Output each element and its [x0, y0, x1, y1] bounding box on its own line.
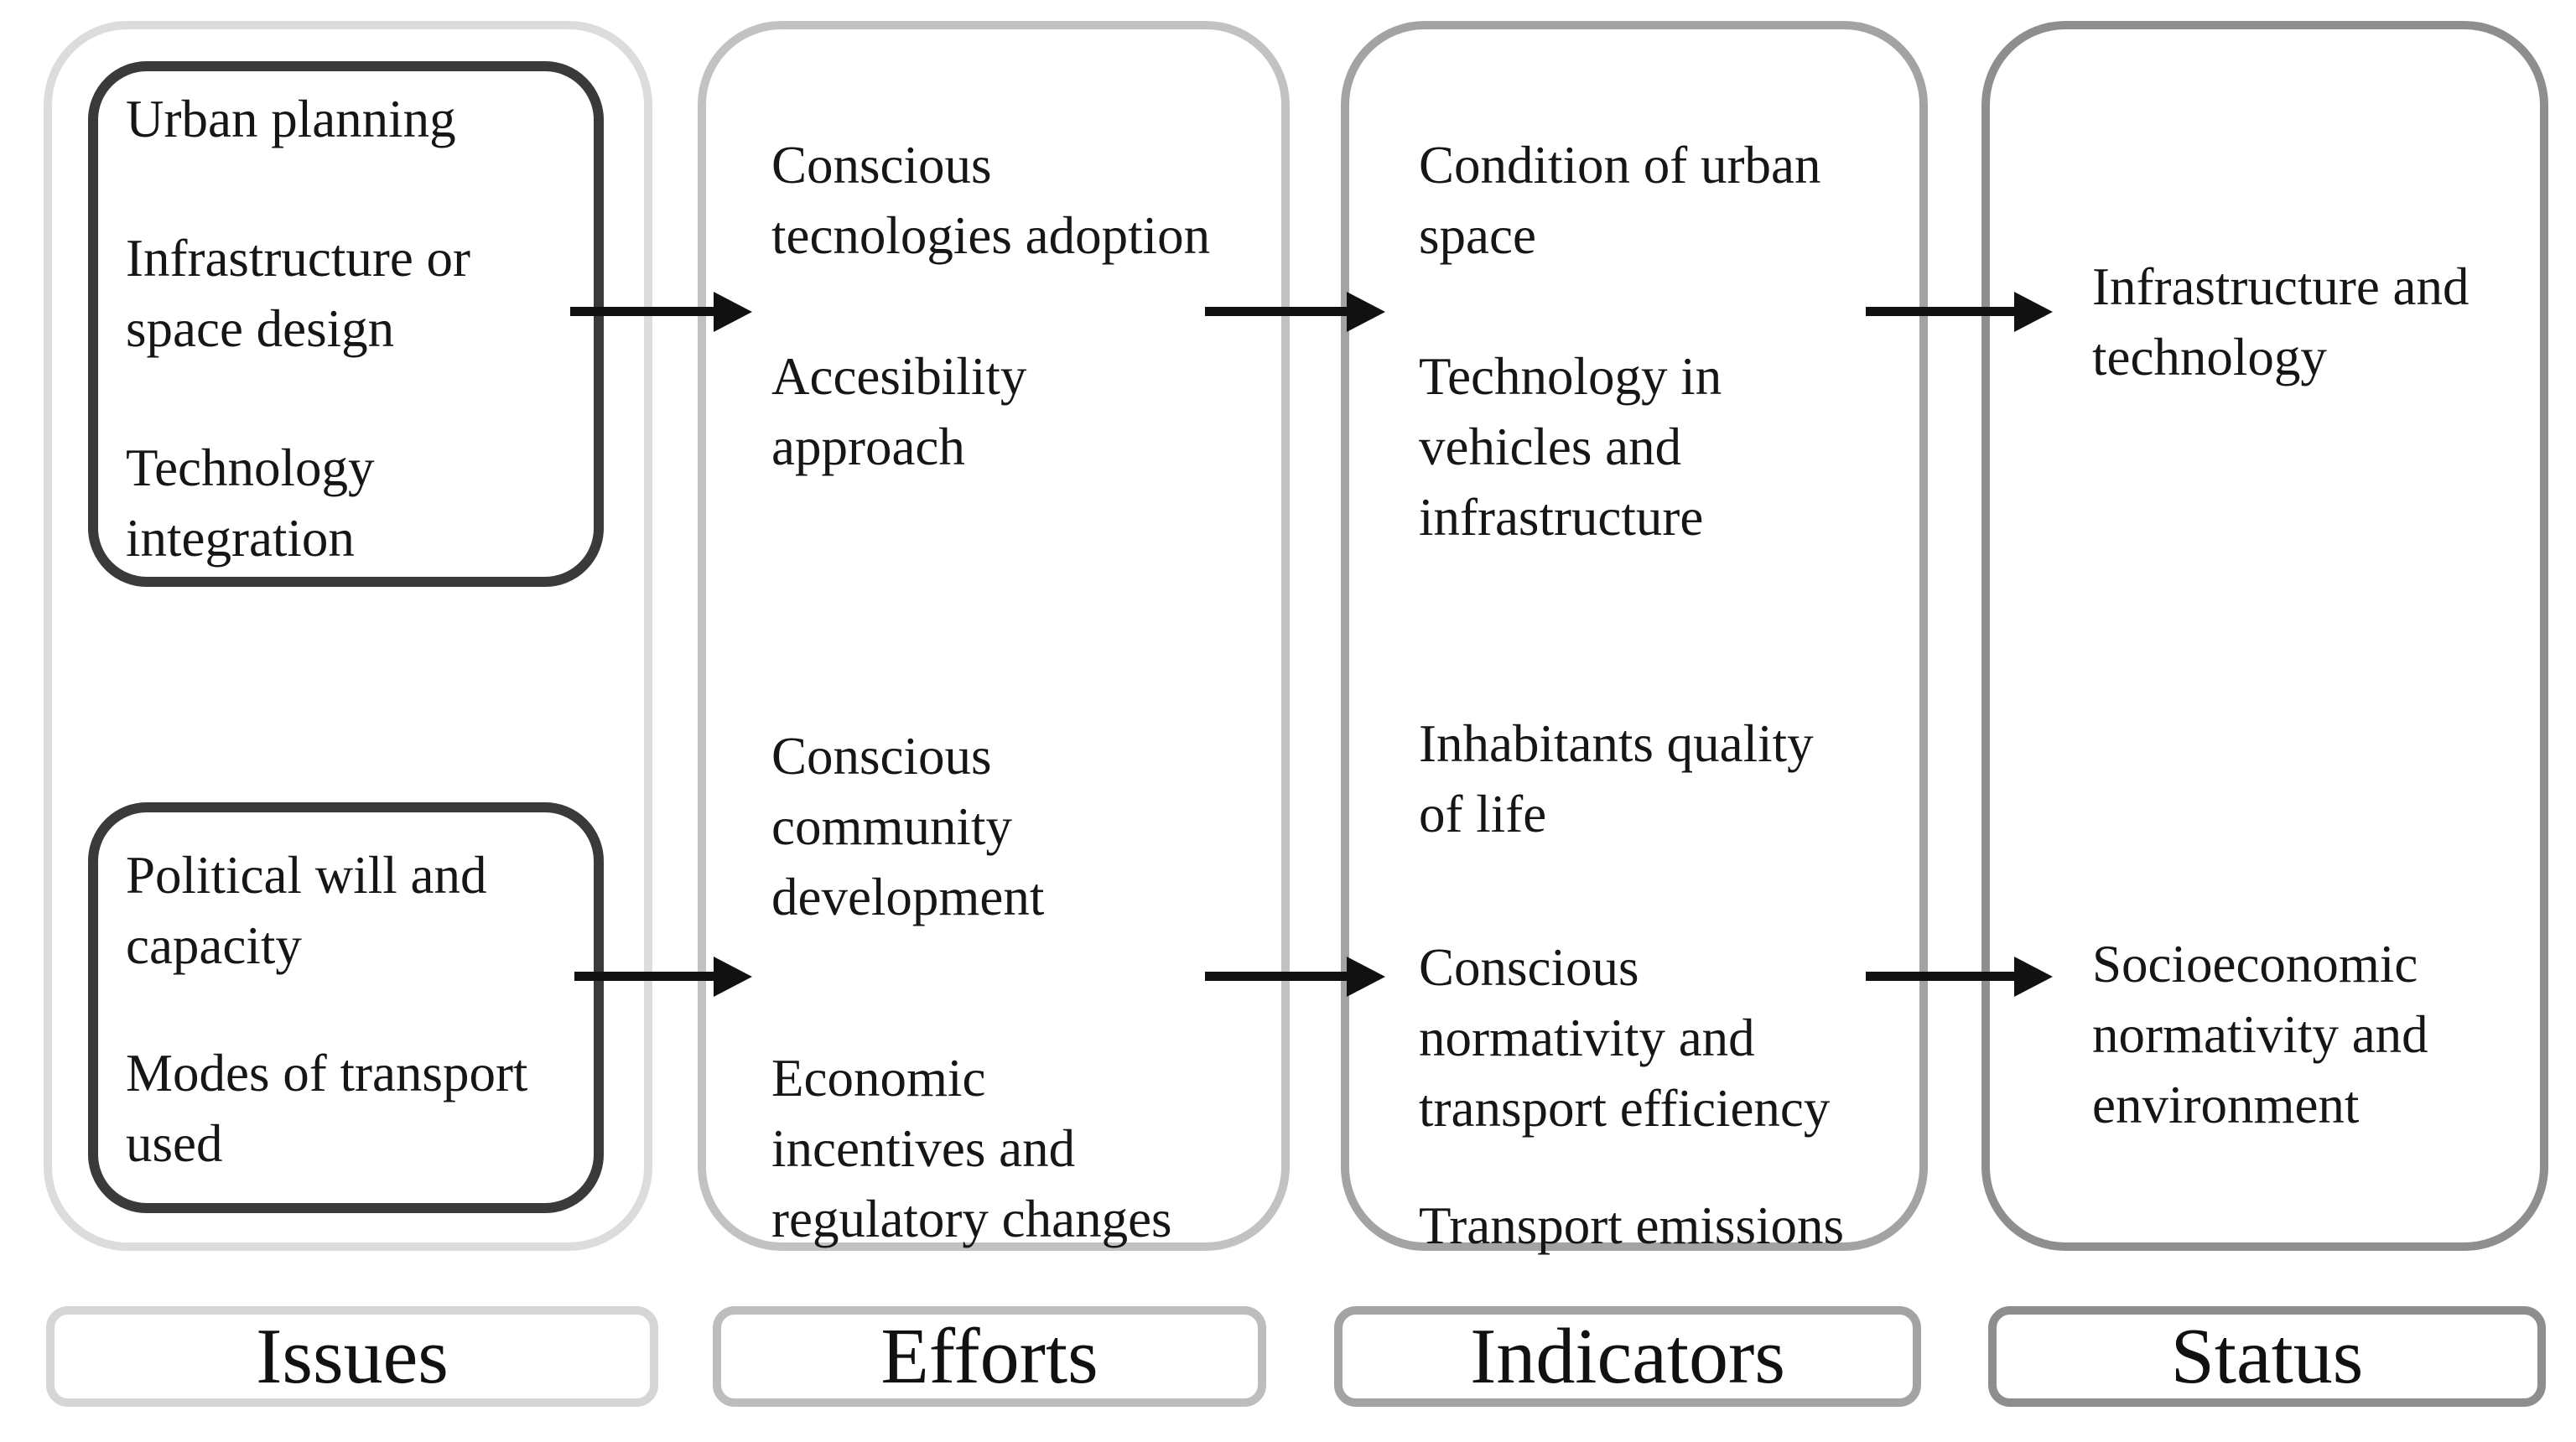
text-technology-integration: Technology integration	[126, 438, 375, 568]
text-modes-of-transport-used: Modes of transport used	[126, 1044, 528, 1173]
column-label-text: Status	[2170, 1313, 2364, 1400]
text-conscious-community-development: Conscious community development	[771, 727, 1045, 926]
text-transport-emissions: Transport emissions	[1419, 1196, 1844, 1255]
column-label-issues: Issues	[46, 1306, 658, 1407]
arrow-shaft	[570, 307, 715, 316]
arrow-head-icon	[1347, 292, 1385, 332]
issues-inner-box-top	[88, 61, 604, 587]
column-label-status: Status	[1988, 1306, 2546, 1407]
text-inhabitants-quality-of-life: Inhabitants quality of life	[1419, 714, 1814, 843]
text-accessibility-approach: Accesibility approach	[771, 347, 1027, 476]
text-socioeconomic-normativity-environment: Socioeconomic normativity and environmen…	[2092, 935, 2428, 1134]
arrow-shaft	[1866, 307, 2016, 316]
arrow-head-icon	[714, 957, 752, 997]
arrow-head-icon	[2014, 292, 2053, 332]
text-conscious-normativity-efficiency: Conscious normativity and transport effi…	[1419, 938, 1831, 1138]
text-urban-planning: Urban planning	[126, 90, 456, 148]
arrow-head-icon	[714, 292, 752, 332]
text-economic-incentives-regulatory: Economic incentives and regulatory chang…	[771, 1049, 1172, 1248]
text-technology-vehicles-infrastructure: Technology in vehicles and infrastructur…	[1419, 347, 1722, 547]
column-label-text: Issues	[256, 1313, 449, 1400]
text-infrastructure-space-design: Infrastructure or space design	[126, 229, 471, 358]
status-column-frame	[1981, 21, 2548, 1251]
issues-column-frame	[44, 21, 652, 1251]
column-label-efforts: Efforts	[713, 1306, 1266, 1407]
arrow-head-icon	[1347, 957, 1385, 997]
text-conscious-technologies-adoption: Conscious tecnologies adoption	[771, 136, 1211, 265]
efforts-column-frame	[698, 21, 1290, 1251]
arrow-head-icon	[2014, 957, 2053, 997]
column-label-text: Indicators	[1470, 1313, 1785, 1400]
arrow-shaft	[1205, 307, 1348, 316]
column-label-indicators: Indicators	[1334, 1306, 1921, 1407]
arrow-shaft	[1205, 972, 1348, 981]
text-infrastructure-and-technology: Infrastructure and technology	[2092, 257, 2470, 386]
indicators-column-frame	[1341, 21, 1928, 1251]
arrow-shaft	[574, 972, 715, 981]
column-label-text: Efforts	[880, 1313, 1098, 1400]
text-condition-of-urban-space: Condition of urban space	[1419, 136, 1821, 265]
issues-inner-box-bottom	[88, 802, 604, 1213]
text-political-will-capacity: Political will and capacity	[126, 846, 487, 975]
arrow-shaft	[1866, 972, 2016, 981]
